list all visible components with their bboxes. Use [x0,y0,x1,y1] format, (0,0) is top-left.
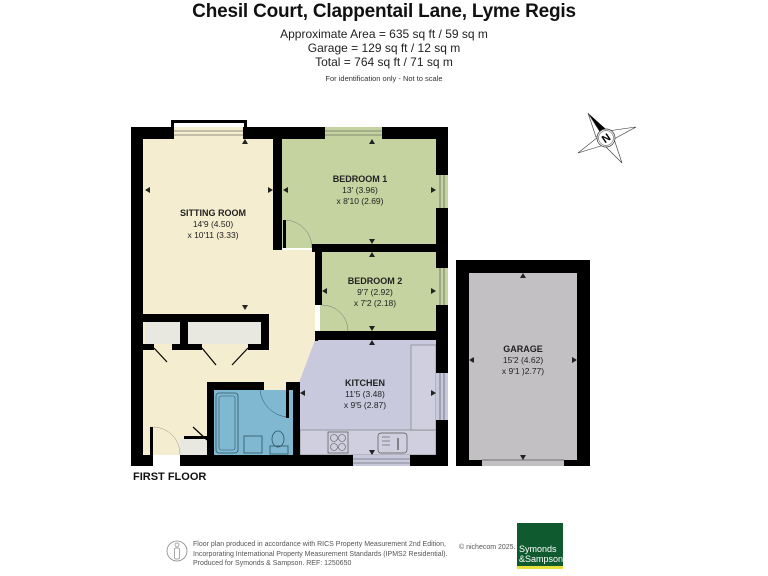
room-garage: GARAGE 15'2 (4.62) x 9'1 )2.77) [501,344,545,376]
copyright: © nichecom 2025. [459,544,516,551]
footer-credits: Floor plan produced in accordance with R… [193,541,448,567]
room-kitchen: KITCHEN 11'5 (3.48) x 9'5 (2.87) [343,378,387,410]
person-icon [166,540,188,562]
sitting-room-floor [143,139,315,455]
north-arrow-icon: N [577,112,637,164]
kitchen-floor [298,340,436,455]
garage-area: Garage = 129 sq ft / 12 sq m [307,41,461,55]
bedroom-1-floor [281,139,436,248]
room-sitting-room: SITTING ROOM 14'9 (4.50) x 10'11 (3.33) [180,208,246,240]
disclaimer: For identification only - Not to scale [325,74,443,83]
toilet-icon [271,430,285,448]
approximate-area: Approximate Area = 635 sq ft / 59 sq m [280,27,488,41]
total-area: Total = 764 sq ft / 71 sq m [315,55,453,69]
bedroom-2-floor [320,250,436,334]
basin-icon [243,435,263,454]
sink-icon [377,432,408,454]
garage-floor [469,273,577,460]
bathroom-floor [214,390,293,455]
bath-icon [215,392,239,454]
floor-label: FIRST FLOOR [133,471,207,483]
hob-icon [327,431,349,454]
symonds-sampson-logo: Symonds &Sampson [517,523,563,569]
room-bedroom-1: BEDROOM 1 13' (3.96) x 8'10 (2.69) [332,174,388,206]
page-title: Chesil Court, Clappentail Lane, Lyme Reg… [192,1,576,22]
room-bedroom-2: BEDROOM 2 9'7 (2.92) x 7'2 (2.18) [347,276,403,308]
